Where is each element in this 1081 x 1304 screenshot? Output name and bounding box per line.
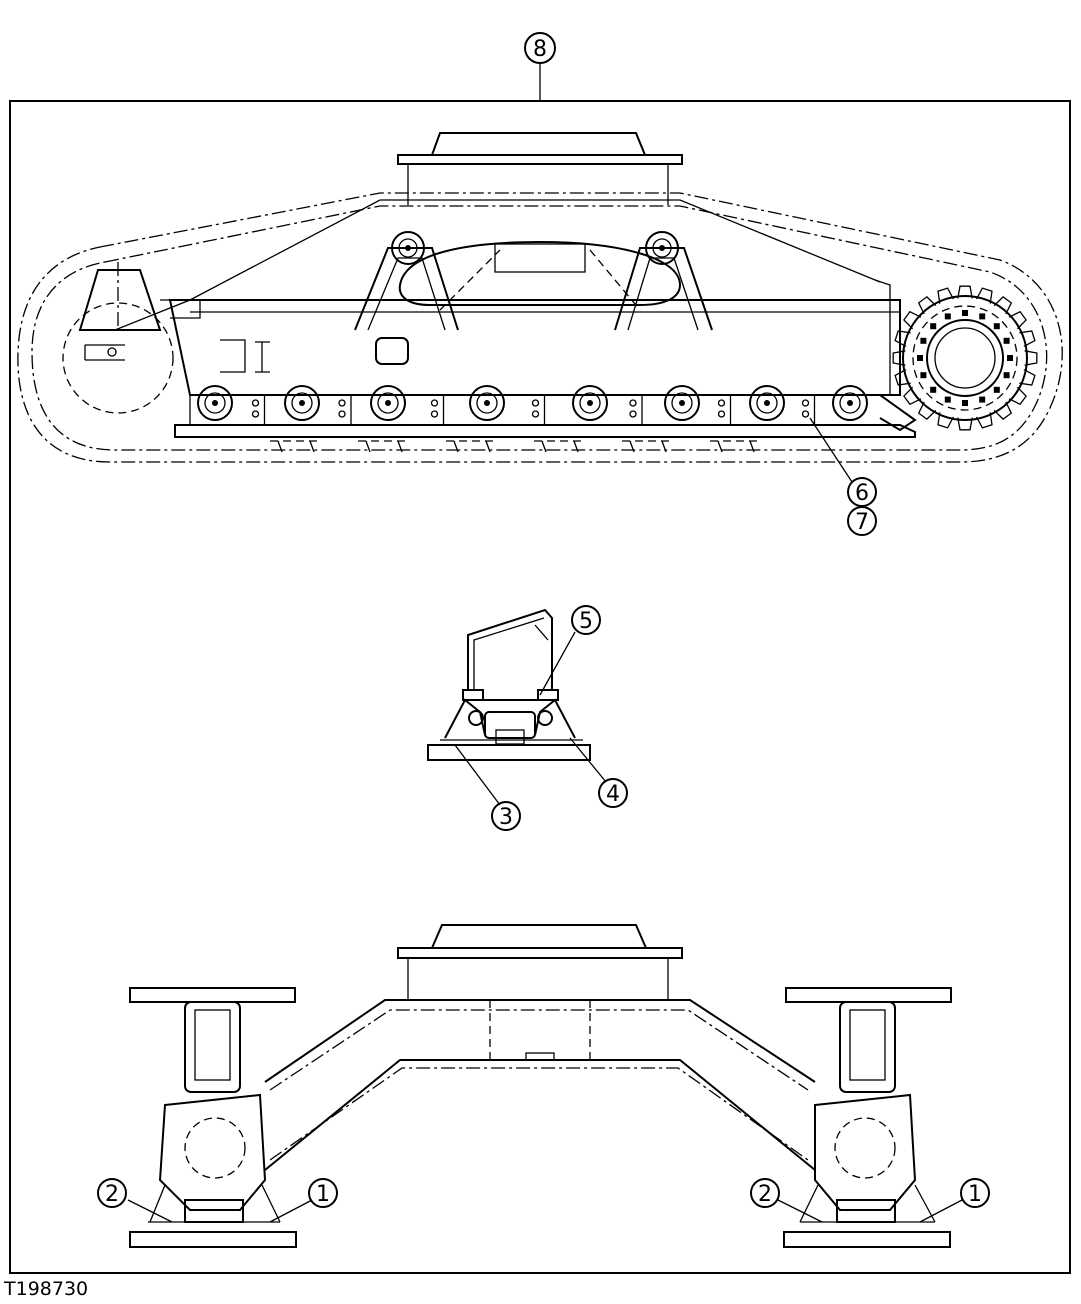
callout-1-left: 1 bbox=[308, 1178, 338, 1208]
svg-text:4: 4 bbox=[606, 782, 620, 807]
track-roller bbox=[572, 385, 643, 425]
track-roller bbox=[197, 385, 266, 425]
svg-text:3: 3 bbox=[499, 805, 513, 830]
svg-text:5: 5 bbox=[579, 609, 593, 634]
track-roller bbox=[284, 385, 352, 425]
callout-7: 7 bbox=[847, 506, 877, 536]
sprocket-teeth bbox=[892, 285, 1038, 431]
track-roller bbox=[370, 385, 445, 425]
track-chain-outline bbox=[17, 192, 1063, 463]
callout-1-right: 1 bbox=[960, 1178, 990, 1208]
svg-text:8: 8 bbox=[533, 37, 547, 62]
callout-4: 4 bbox=[598, 778, 628, 808]
track-roller bbox=[469, 385, 546, 425]
left-track-section bbox=[127, 987, 313, 1248]
svg-text:2: 2 bbox=[105, 1182, 119, 1207]
callout-8: 8 bbox=[524, 32, 556, 64]
callout-3: 3 bbox=[491, 801, 521, 831]
front-view bbox=[127, 924, 963, 1248]
track-roller bbox=[832, 385, 868, 421]
track-rollers bbox=[197, 385, 868, 425]
right-track-section bbox=[777, 987, 963, 1248]
svg-text:1: 1 bbox=[316, 1182, 330, 1207]
svg-text:2: 2 bbox=[758, 1182, 772, 1207]
track-roller bbox=[664, 385, 732, 425]
callout-2-right: 2 bbox=[750, 1178, 780, 1208]
front-idler bbox=[62, 262, 201, 414]
callout-6: 6 bbox=[847, 477, 877, 507]
track-roller bbox=[749, 385, 816, 425]
side-view bbox=[17, 132, 1063, 483]
svg-text:7: 7 bbox=[855, 510, 869, 535]
callout-2-left: 2 bbox=[97, 1178, 127, 1208]
callout-5: 5 bbox=[571, 605, 601, 635]
figure-id: T198730 bbox=[4, 1278, 89, 1300]
svg-text:1: 1 bbox=[968, 1182, 982, 1207]
section-detail bbox=[427, 608, 607, 806]
svg-text:6: 6 bbox=[855, 481, 869, 506]
track-shoe-marks bbox=[270, 440, 760, 453]
drive-sprocket bbox=[874, 279, 1028, 432]
turntable-top bbox=[397, 132, 683, 205]
